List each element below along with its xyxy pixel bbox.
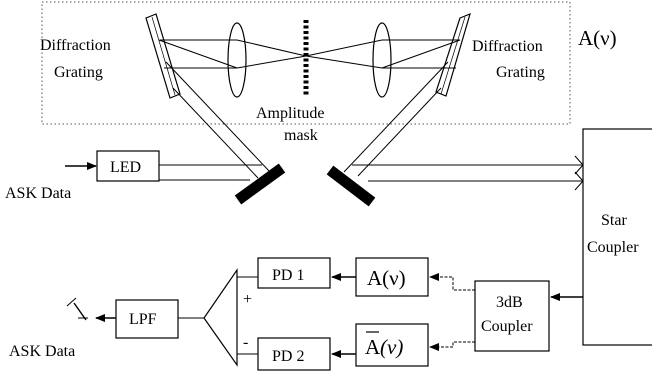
enclosure-filter-label: A(ν): [578, 26, 617, 50]
coupler-3db-label-line1: 3dB: [496, 294, 523, 311]
decision-slash: [73, 302, 87, 321]
amplitude-mask-label-line1: Amplitude: [256, 105, 324, 122]
filter-a-label: A(ν): [367, 266, 406, 290]
right-lens: [372, 22, 392, 98]
left-grating-label-line2: Grating: [54, 64, 103, 81]
pd1-box: [257, 257, 331, 289]
pd2-label: PD 2: [272, 348, 304, 365]
right-grating-label-line2: Grating: [496, 64, 545, 81]
lpf-box: [115, 299, 179, 339]
filter-abar-box: [355, 323, 429, 367]
filter-abar-rest: (ν): [380, 335, 403, 359]
left-grating-label-line1: Diffraction: [40, 37, 111, 54]
beam-rays: [158, 39, 461, 179]
dotted-enclosure: [41, 1, 571, 125]
star-coupler-box: [582, 128, 652, 346]
amp-minus-sign: -: [243, 334, 248, 351]
right-mirror: [326, 165, 376, 207]
right-grating-hatch: [440, 16, 466, 95]
lpf-label: LPF: [129, 311, 157, 328]
amp-plus-sign: +: [243, 291, 252, 308]
differential-amplifier: [203, 268, 238, 367]
led-box: [96, 150, 160, 182]
filter-abar-letter: A: [365, 335, 381, 359]
ask-data-in-label: ASK Data: [5, 185, 71, 202]
pd2-box: [257, 337, 331, 371]
coupler-3db-label-line2: Coupler: [481, 318, 533, 335]
left-diffraction-grating: [145, 13, 181, 99]
left-lens: [227, 22, 247, 98]
left-grating-hatch: [151, 16, 176, 96]
pd1-label: PD 1: [272, 267, 304, 284]
coupler-3db-box: [474, 280, 550, 352]
star-coupler-label-line2: Coupler: [587, 239, 639, 256]
filter-a-box: [355, 257, 429, 297]
coupler-to-filter-a: [429, 273, 475, 291]
decision-tick: [66, 297, 77, 307]
right-grating-label-line1: Diffraction: [472, 38, 543, 55]
coupler-to-filter-abar: [429, 341, 475, 351]
amplitude-mask-label-line2: mask: [284, 127, 318, 144]
ask-data-out-label: ASK Data: [9, 343, 75, 360]
led-label: LED: [110, 159, 141, 176]
star-coupler-label-line1: Star: [601, 212, 627, 229]
left-mirror: [234, 163, 286, 205]
